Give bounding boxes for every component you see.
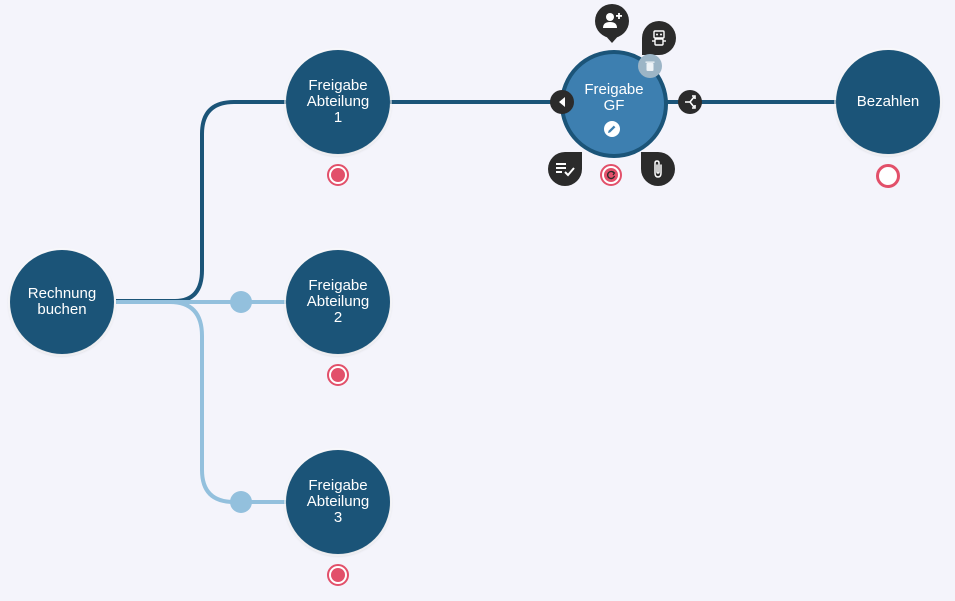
back-button[interactable]: [550, 90, 574, 114]
robot-icon: [652, 30, 666, 46]
node-label: Freigabe GF: [584, 81, 644, 114]
connection-rechnung-abt1: [116, 100, 286, 303]
node-rechnung-buchen[interactable]: Rechnung buchen: [10, 250, 114, 354]
pencil-icon: [608, 125, 616, 133]
connection-rechnung-abt3: [116, 300, 286, 504]
node-freigabe-abteilung-2[interactable]: Freigabe Abteilung 2: [286, 250, 390, 354]
node-freigabe-abteilung-3[interactable]: Freigabe Abteilung 3: [286, 450, 390, 554]
status-indicator-abt3[interactable]: [327, 564, 349, 586]
sync-status-button[interactable]: [600, 164, 622, 186]
node-label: Freigabe Abteilung 3: [306, 477, 370, 526]
arrow-left-icon: [559, 97, 565, 107]
node-bezahlen[interactable]: Bezahlen: [836, 50, 940, 154]
add-user-pointer: [604, 34, 620, 43]
node-label: Rechnung buchen: [27, 285, 97, 318]
attachment-button[interactable]: [641, 152, 675, 186]
delete-node-button[interactable]: [638, 54, 662, 78]
node-label: Freigabe Abteilung 2: [306, 277, 370, 326]
edit-node-button[interactable]: [604, 121, 620, 137]
trash-icon: [645, 61, 655, 71]
add-user-button[interactable]: [595, 4, 629, 38]
status-indicator-bezahlen[interactable]: [876, 164, 900, 188]
branch-button[interactable]: [678, 90, 702, 114]
node-freigabe-abteilung-1[interactable]: Freigabe Abteilung 1: [286, 50, 390, 154]
status-indicator-abt2[interactable]: [327, 364, 349, 386]
connection-handle-abt3[interactable]: [230, 491, 252, 513]
checklist-button[interactable]: [548, 152, 582, 186]
robot-button[interactable]: [642, 21, 676, 55]
status-indicator-abt1[interactable]: [327, 164, 349, 186]
node-label: Freigabe Abteilung 1: [306, 77, 370, 126]
sync-icon: [607, 170, 616, 180]
connection-handle-abt2[interactable]: [230, 291, 252, 313]
branch-icon: [685, 95, 696, 109]
add-user-icon: [603, 13, 622, 28]
node-label: Bezahlen: [856, 93, 920, 110]
paperclip-icon: [654, 160, 662, 178]
checklist-icon: [556, 163, 575, 177]
